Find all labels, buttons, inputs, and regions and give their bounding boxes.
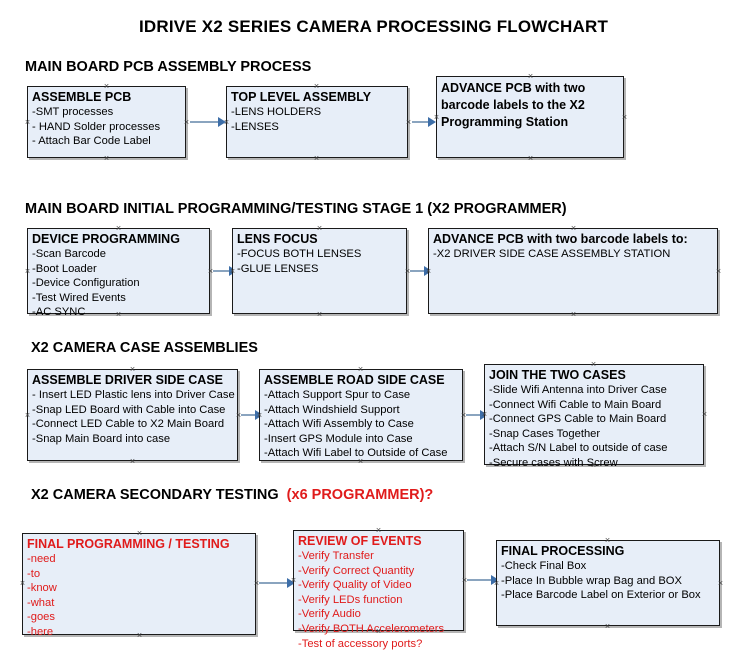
connector-top-level-to-advance-pcb bbox=[412, 117, 436, 127]
section-heading-text: MAIN BOARD PCB ASSEMBLY PROCESS bbox=[25, 59, 312, 75]
node-line: -what bbox=[27, 596, 55, 609]
node-assemble-pcb[interactable]: ASSEMBLE PCB -SMT processes - HAND Solde… bbox=[27, 86, 186, 158]
node-line: -Place In Bubble wrap Bag and BOX bbox=[501, 574, 682, 587]
section-heading-x2-camera-case-assemblies: X2 CAMERA CASE ASSEMBLIES bbox=[31, 340, 258, 356]
node-line: -GLUE LENSES bbox=[237, 262, 319, 275]
connector-arrow bbox=[491, 575, 499, 585]
section-heading-accent: (x6 PROGRAMMER)? bbox=[286, 487, 434, 503]
connector-final-programming-to-review bbox=[259, 578, 295, 588]
node-line: -Connect LED Cable to X2 Main Board bbox=[32, 418, 225, 431]
node-line: -Verify LEDs function bbox=[298, 593, 403, 606]
node-title: ASSEMBLE ROAD SIDE CASE bbox=[264, 373, 445, 387]
node-line: -Scan Barcode bbox=[32, 248, 107, 260]
node-title: ASSEMBLE DRIVER SIDE CASE bbox=[32, 373, 224, 387]
node-line: -Verify Audio bbox=[298, 608, 361, 621]
node-line: -Slide Wifi Antenna into Driver Case bbox=[489, 384, 667, 396]
section-heading-text: X2 CAMERA SECONDARY TESTING bbox=[31, 487, 279, 503]
connector-line bbox=[467, 579, 492, 581]
node-title: FINAL PROCESSING bbox=[501, 544, 625, 558]
node-title: DEVICE PROGRAMMING bbox=[32, 232, 180, 246]
node-title: JOIN THE TWO CASES bbox=[489, 368, 626, 382]
node-line: -Device Configuration bbox=[32, 277, 140, 290]
node-title: REVIEW OF EVENTS bbox=[298, 534, 422, 548]
node-line: -Attach Support Spur to Case bbox=[264, 389, 411, 401]
connector-line bbox=[466, 414, 481, 416]
node-line: -Verify Transfer bbox=[298, 550, 374, 562]
node-title: LENS FOCUS bbox=[237, 232, 318, 246]
node-line: - HAND Solder processes bbox=[32, 120, 161, 133]
connector-arrow bbox=[218, 117, 226, 127]
node-line: -to bbox=[27, 567, 41, 580]
node-line: -SMT processes bbox=[32, 106, 114, 118]
connector-line bbox=[412, 121, 429, 123]
node-join-the-two-cases[interactable]: JOIN THE TWO CASES -Slide Wifi Antenna i… bbox=[484, 364, 704, 469]
node-advance-pcb-driver-side-case[interactable]: ADVANCE PCB with two barcode labels to: … bbox=[428, 228, 718, 314]
node-line: -Boot Loader bbox=[32, 262, 97, 275]
node-advance-pcb-programming-station[interactable]: ADVANCE PCB with two barcode labels to t… bbox=[436, 76, 624, 158]
node-line-overflow: -Test of accessory ports? bbox=[298, 637, 423, 650]
node-line: -here bbox=[27, 625, 54, 638]
section-heading-main-board-initial-programming: MAIN BOARD INITIAL PROGRAMMING/TESTING S… bbox=[25, 201, 567, 217]
node-line: -LENSES bbox=[231, 120, 279, 133]
node-line: -Place Barcode Label on Exterior or Box bbox=[501, 589, 701, 602]
connector-assemble-pcb-to-top-level bbox=[190, 117, 226, 127]
connector-arrow bbox=[428, 117, 436, 127]
node-lens-focus[interactable]: LENS FOCUS -FOCUS BOTH LENSES -GLUE LENS… bbox=[232, 228, 407, 314]
node-line: -AC SYNC bbox=[32, 306, 86, 319]
node-final-processing[interactable]: FINAL PROCESSING -Check Final Box -Place… bbox=[496, 540, 720, 626]
section-heading-text: MAIN BOARD INITIAL PROGRAMMING/TESTING S… bbox=[25, 201, 567, 217]
node-line: -goes bbox=[27, 611, 55, 624]
node-line: -Snap Main Board into case bbox=[32, 432, 171, 445]
node-top-level-assembly[interactable]: TOP LEVEL ASSEMBLY -LENS HOLDERS -LENSES bbox=[226, 86, 408, 158]
node-final-programming-testing[interactable]: FINAL PROGRAMMING / TESTING -need -to -k… bbox=[22, 533, 256, 638]
connector-review-to-final-processing bbox=[467, 575, 499, 585]
node-line: -Verify Quality of Video bbox=[298, 579, 412, 592]
node-line: -Test Wired Events bbox=[32, 291, 126, 304]
node-assemble-road-side-case[interactable]: ASSEMBLE ROAD SIDE CASE -Attach Support … bbox=[259, 369, 463, 461]
node-line: -Attach Wifi Assembly to Case bbox=[264, 418, 414, 431]
node-title: ADVANCE PCB with two barcode labels to: bbox=[433, 232, 688, 246]
node-line: -Snap Cases Together bbox=[489, 427, 601, 440]
node-line: - Insert LED Plastic lens into Driver Ca… bbox=[32, 389, 235, 401]
connector-line bbox=[213, 270, 230, 272]
connector-arrow bbox=[287, 578, 295, 588]
node-line: -know bbox=[27, 582, 57, 595]
node-line: -Insert GPS Module into Case bbox=[264, 432, 413, 445]
node-line: -Connect GPS Cable to Main Board bbox=[489, 413, 667, 426]
node-title: TOP LEVEL ASSEMBLY bbox=[231, 90, 372, 104]
node-line: -LENS HOLDERS bbox=[231, 106, 322, 118]
node-line: -Snap LED Board with Cable into Case bbox=[32, 403, 226, 416]
connector-line bbox=[241, 414, 256, 416]
node-line: -Verify Correct Quantity bbox=[298, 564, 415, 577]
node-line: -Attach S/N Label to outside of case bbox=[489, 442, 668, 455]
connector-line bbox=[410, 270, 425, 272]
node-line: -Connect Wifi Cable to Main Board bbox=[489, 398, 662, 411]
node-assemble-driver-side-case[interactable]: ASSEMBLE DRIVER SIDE CASE - Insert LED P… bbox=[27, 369, 238, 461]
node-line: -Attach Wifi Label to Outside of Case bbox=[264, 447, 448, 460]
node-line: -FOCUS BOTH LENSES bbox=[237, 248, 362, 260]
connector-line bbox=[190, 121, 219, 123]
node-title: ASSEMBLE PCB bbox=[32, 90, 132, 104]
node-line: -Check Final Box bbox=[501, 560, 587, 572]
node-title: ADVANCE PCB with two barcode labels to t… bbox=[441, 81, 586, 129]
node-line: -Secure cases with Screw bbox=[489, 456, 618, 469]
node-line: -X2 DRIVER SIDE CASE ASSEMBLY STATION bbox=[433, 248, 671, 260]
node-review-of-events[interactable]: REVIEW OF EVENTS -Verify Transfer -Verif… bbox=[293, 530, 464, 650]
node-device-programming[interactable]: DEVICE PROGRAMMING -Scan Barcode -Boot L… bbox=[27, 228, 210, 318]
page-title: IDRIVE X2 SERIES CAMERA PROCESSING FLOWC… bbox=[138, 17, 609, 36]
section-heading-text: X2 CAMERA CASE ASSEMBLIES bbox=[31, 340, 258, 356]
node-title: FINAL PROGRAMMING / TESTING bbox=[27, 537, 230, 551]
node-line: -Attach Windshield Support bbox=[264, 403, 400, 416]
section-heading-main-board-pcb-assembly: MAIN BOARD PCB ASSEMBLY PROCESS bbox=[25, 59, 311, 75]
node-line: -Verify BOTH Accelerometers bbox=[298, 622, 445, 635]
node-line: - Attach Bar Code Label bbox=[32, 135, 151, 148]
connector-line bbox=[259, 582, 288, 584]
node-line: -need bbox=[27, 553, 56, 565]
section-heading-x2-camera-secondary-testing: X2 CAMERA SECONDARY TESTING (x6 PROGRAMM… bbox=[31, 487, 433, 503]
